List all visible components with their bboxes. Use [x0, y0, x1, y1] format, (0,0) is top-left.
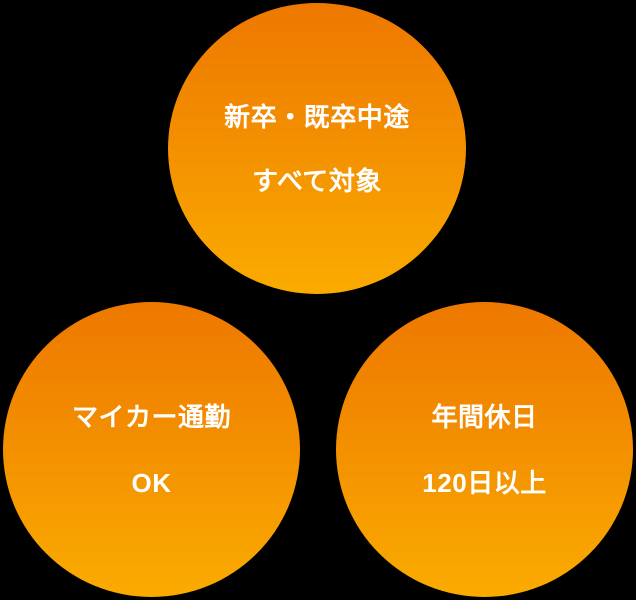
badge-label-car-commute-line2: OK: [131, 467, 172, 498]
badge-circle-recruitment-target: 新卒・既卒中途 すべて対象: [168, 3, 466, 294]
badge-label-annual-holidays-line1: 年間休日: [431, 401, 538, 432]
badge-label-recruitment-target-line1: 新卒・既卒中途: [224, 101, 410, 132]
badge-label-recruitment-target-line2: すべて対象: [252, 165, 382, 196]
badge-label-annual-holidays-line2: 120日以上: [422, 467, 547, 498]
badge-circle-car-commute: マイカー通勤 OK: [3, 302, 300, 597]
badge-label-car-commute-line1: マイカー通勤: [71, 401, 232, 432]
badge-circle-annual-holidays: 年間休日 120日以上: [336, 302, 633, 597]
